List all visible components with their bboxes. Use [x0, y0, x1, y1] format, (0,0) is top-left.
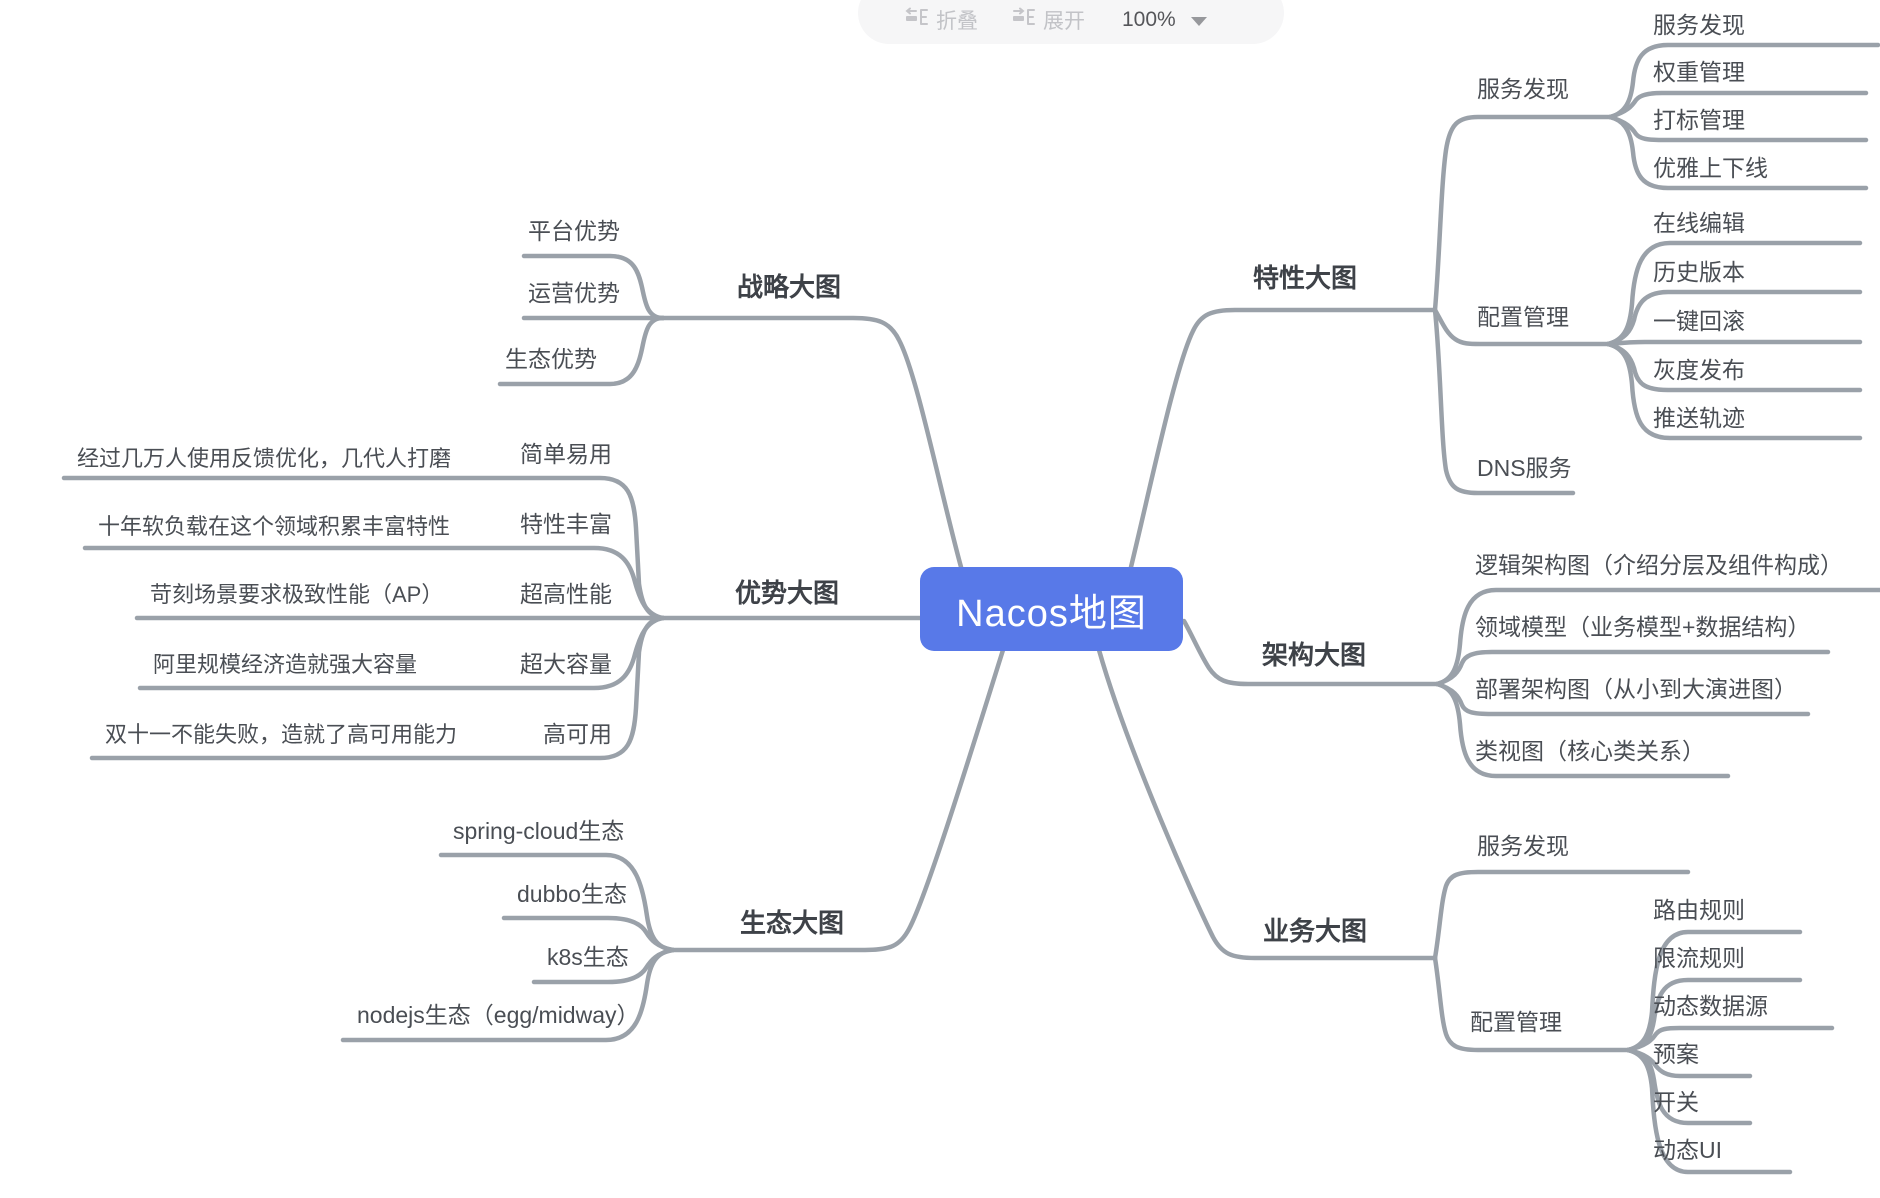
node-ecosystem-map[interactable]: 生态大图 [740, 908, 845, 938]
eco-advantage-branch [497, 315, 666, 387]
feature-discovery-branch [1432, 114, 1613, 313]
zoom-level-value: 100% [1122, 8, 1176, 31]
root-node[interactable]: Nacos地图 [920, 567, 1183, 651]
node-large-capacity[interactable]: 超大容量 [520, 651, 612, 677]
node-dynamic-datasource[interactable]: 动态数据源 [1653, 993, 1768, 1019]
node-plan[interactable]: 预案 [1653, 1041, 1699, 1067]
dynamic-ui-branch [1625, 1047, 1793, 1175]
node-domain-model[interactable]: 领域模型（业务模型+数据结构） [1475, 614, 1811, 640]
node-high-performance[interactable]: 超高性能 [520, 581, 612, 607]
node-weight-mgmt[interactable]: 权重管理 [1653, 59, 1745, 85]
node-advantage-map[interactable]: 优势大图 [735, 578, 840, 608]
node-high-availability-note[interactable]: 双十一不能失败，造就了高可用能力 [105, 722, 458, 747]
business-branch [1096, 647, 1438, 961]
node-config-mgmt[interactable]: 配置管理 [1477, 304, 1569, 330]
node-operation-advantage[interactable]: 运营优势 [528, 280, 620, 306]
node-rich-feature[interactable]: 特性丰富 [520, 511, 612, 537]
chevron-down-icon [1190, 17, 1207, 26]
push-track-branch [1605, 341, 1863, 441]
node-dynamic-ui[interactable]: 动态UI [1653, 1137, 1722, 1163]
node-nodejs-eco[interactable]: nodejs生态（egg/midway） [357, 1002, 640, 1028]
class-view-branch [1434, 681, 1731, 779]
dynamic-datasource-branch [1625, 1025, 1835, 1053]
collapse-icon [903, 7, 929, 33]
dns-service-branch [1432, 307, 1576, 496]
node-easy-to-use-note[interactable]: 经过几万人使用反馈优化，几代人打磨 [77, 446, 452, 471]
node-limit-rule[interactable]: 限流规则 [1653, 945, 1745, 971]
architecture-branch [1181, 618, 1440, 687]
node-architecture-map[interactable]: 架构大图 [1262, 640, 1367, 670]
node-dns-service[interactable]: DNS服务 [1477, 455, 1572, 481]
zoom-level-dropdown[interactable]: 100% [1122, 6, 1207, 34]
domain-model-branch [1434, 649, 1831, 687]
node-gray-release[interactable]: 灰度发布 [1653, 357, 1745, 383]
node-eco-advantage[interactable]: 生态优势 [505, 346, 597, 372]
node-history-version[interactable]: 历史版本 [1653, 259, 1745, 285]
node-easy-to-use[interactable]: 简单易用 [520, 441, 612, 467]
node-biz-service-discovery[interactable]: 服务发现 [1477, 833, 1569, 859]
node-switch[interactable]: 开关 [1653, 1089, 1699, 1115]
node-push-track[interactable]: 推送轨迹 [1653, 405, 1745, 431]
node-k8s-eco[interactable]: k8s生态 [547, 944, 629, 970]
node-business-map[interactable]: 业务大图 [1263, 916, 1368, 946]
expand-label: 展开 [1043, 10, 1085, 33]
biz-config-branch [1432, 955, 1631, 1053]
ecosystem-branch [670, 647, 1006, 953]
node-feature-map[interactable]: 特性大图 [1253, 263, 1358, 293]
history-version-branch [1605, 289, 1863, 347]
rollback-branch [1605, 339, 1863, 347]
node-service-discovery[interactable]: 服务发现 [1477, 76, 1569, 102]
toolbar: 折叠 展开 100% [858, 0, 1284, 44]
node-strategy-map[interactable]: 战略大图 [737, 272, 842, 302]
node-rich-feature-note[interactable]: 十年软负载在这个领域积累丰富特性 [98, 514, 451, 539]
node-logic-architecture[interactable]: 逻辑架构图（介绍分层及组件构成） [1475, 552, 1843, 578]
node-high-performance-note[interactable]: 苛刻场景要求极致性能（AP） [150, 582, 444, 607]
node-online-edit[interactable]: 在线编辑 [1653, 210, 1745, 236]
feature-branch [1128, 307, 1438, 570]
node-deploy-architecture[interactable]: 部署架构图（从小到大演进图） [1475, 676, 1797, 702]
feature-config-branch [1432, 307, 1611, 347]
node-dubbo-eco[interactable]: dubbo生态 [517, 881, 627, 907]
expand-icon [1010, 7, 1036, 33]
node-large-capacity-note[interactable]: 阿里规模经济造就强大容量 [153, 652, 418, 677]
node-tag-mgmt[interactable]: 打标管理 [1653, 107, 1745, 133]
strategy-branch [660, 315, 964, 570]
node-spring-cloud-eco[interactable]: spring-cloud生态 [453, 818, 625, 844]
node-one-key-rollback[interactable]: 一键回滚 [1653, 308, 1745, 334]
dubbo-branch [501, 915, 676, 953]
node-platform-advantage[interactable]: 平台优势 [528, 218, 620, 244]
rich-feature-branch [82, 545, 666, 621]
graceful-branch [1607, 114, 1869, 191]
expand-button[interactable]: 展开 [1010, 6, 1085, 34]
platform-advantage-branch [521, 253, 666, 321]
weight-mgmt-branch [1607, 90, 1869, 120]
collapse-label: 折叠 [936, 10, 978, 33]
high-availability-branch [89, 615, 666, 761]
node-sd-discovery[interactable]: 服务发现 [1653, 12, 1745, 38]
node-graceful-updown[interactable]: 优雅上下线 [1653, 155, 1768, 181]
biz-discovery-branch [1432, 869, 1691, 961]
node-class-view[interactable]: 类视图（核心类关系） [1475, 738, 1705, 764]
collapse-button[interactable]: 折叠 [903, 6, 978, 34]
node-high-availability[interactable]: 高可用 [543, 721, 612, 747]
node-route-rule[interactable]: 路由规则 [1653, 897, 1745, 923]
node-biz-config-mgmt[interactable]: 配置管理 [1470, 1009, 1562, 1035]
nodejs-branch [340, 947, 676, 1043]
